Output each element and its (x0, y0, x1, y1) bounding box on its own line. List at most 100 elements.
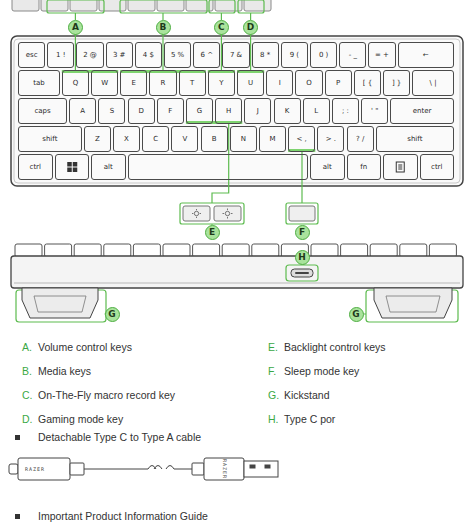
side-keycaps (15, 244, 456, 257)
keycap: shift (376, 126, 454, 152)
callout-bracket (47, 0, 104, 13)
list-letter: D. (22, 413, 33, 426)
key-legend: X (124, 135, 129, 143)
plug-brand: RAZER (25, 466, 45, 472)
type-a-plug (204, 458, 244, 480)
zoomed-keycap (128, 0, 155, 11)
leader-line (221, 13, 222, 20)
keycap: 2 @ (76, 42, 103, 68)
callout-letter: G (349, 307, 364, 322)
strain-relief (192, 463, 204, 475)
keycap: caps (18, 98, 67, 124)
keycap: I (266, 70, 293, 96)
kickstand (386, 296, 440, 312)
keycap: X (113, 126, 140, 152)
key-legend: K (285, 107, 290, 115)
keycap: D (128, 98, 155, 124)
keycap: S (98, 98, 125, 124)
key-legend: Z (95, 135, 100, 143)
side-keycap (15, 244, 42, 257)
callout-letter: E (205, 225, 220, 240)
keycap: ctrl (420, 154, 455, 180)
keycap: P (325, 70, 352, 96)
list-letter: C. (22, 389, 33, 402)
list-letter: F. (268, 365, 276, 378)
list-text: On-The-Fly macro record key (38, 389, 175, 402)
callout-letter-text: B (160, 23, 167, 32)
callout-letter-text: F (299, 228, 305, 237)
key-legend: esc (26, 51, 38, 59)
keyboard-plate (14, 39, 460, 183)
keycap: esc (18, 42, 45, 68)
keyboard-side-edge (14, 283, 460, 284)
keycap: Y (208, 70, 235, 96)
key-legend: N (241, 135, 246, 143)
side-keycap (341, 244, 368, 257)
keycap: shift (18, 126, 82, 152)
side-keycap (400, 244, 427, 257)
callout-letter: C (214, 20, 229, 35)
key-legend: ; : (342, 107, 349, 115)
key-legend: H (226, 107, 231, 115)
cable-break (166, 466, 174, 470)
backlight-icon (192, 209, 201, 218)
key-legend: P (336, 79, 340, 87)
keycap: E (120, 70, 147, 96)
keycap: M (259, 126, 286, 152)
windows-logo (72, 168, 77, 173)
side-keycap (163, 244, 190, 257)
leader-line (105, 313, 367, 314)
keycap: A (69, 98, 96, 124)
callout-letter: F (295, 225, 310, 240)
backlight-icon (223, 209, 233, 219)
key-legend: 2 @ (83, 51, 97, 59)
callout-bracket (286, 203, 318, 224)
sleep-icon (300, 210, 304, 218)
type-a-plug (244, 461, 278, 477)
callout-letter-text: G (352, 310, 359, 319)
keycap: F (157, 98, 184, 124)
keycap: O (295, 70, 322, 96)
key-legend: alt (104, 163, 113, 171)
keycap: T (179, 70, 206, 96)
key-legend: alt (323, 163, 332, 171)
zoomed-key (289, 206, 315, 221)
key-legend: O (306, 79, 312, 87)
windows-logo (67, 168, 72, 173)
side-keycap (222, 244, 249, 257)
list-text: Gaming mode key (38, 413, 123, 426)
keycap: = + (368, 42, 395, 68)
keycap: 8 * (252, 42, 279, 68)
side-keycap (193, 244, 220, 257)
type-a-contact (265, 465, 270, 468)
list-text: Detachable Type C to Type A cable (38, 431, 201, 444)
key-legend: shift (407, 135, 422, 143)
key-legend: ? / (356, 135, 364, 143)
list-letter: B. (22, 365, 32, 378)
plug-brand: RAZER (222, 459, 228, 479)
key-legend: Y (219, 79, 223, 87)
callout-letter-text: D (247, 23, 254, 32)
key-legend: enter (413, 107, 432, 115)
key-legend: ctrl (431, 163, 442, 171)
keycap: U (237, 70, 264, 96)
key-legend: 1 ! (56, 51, 66, 59)
keycap: R (149, 70, 176, 96)
keycap: 6 ^ (193, 42, 220, 68)
callout-letter-text: C (218, 23, 225, 32)
side-keycap (133, 244, 160, 257)
keycap: 0 ) (310, 42, 337, 68)
key-legend: U (248, 79, 253, 87)
keycap: ' " (361, 98, 388, 124)
keycap: Q (62, 70, 89, 96)
side-keycap (74, 244, 101, 257)
backlight-icon (225, 211, 229, 215)
key-legend: Q (73, 79, 79, 87)
list-text: Backlight control keys (284, 341, 386, 354)
list-letter: A. (22, 341, 32, 354)
zoomed-keycap (99, 0, 126, 11)
leader-line (301, 152, 302, 203)
key-legend: M (269, 135, 275, 143)
keycap: W (91, 70, 118, 96)
callout-letter: B (156, 20, 171, 35)
